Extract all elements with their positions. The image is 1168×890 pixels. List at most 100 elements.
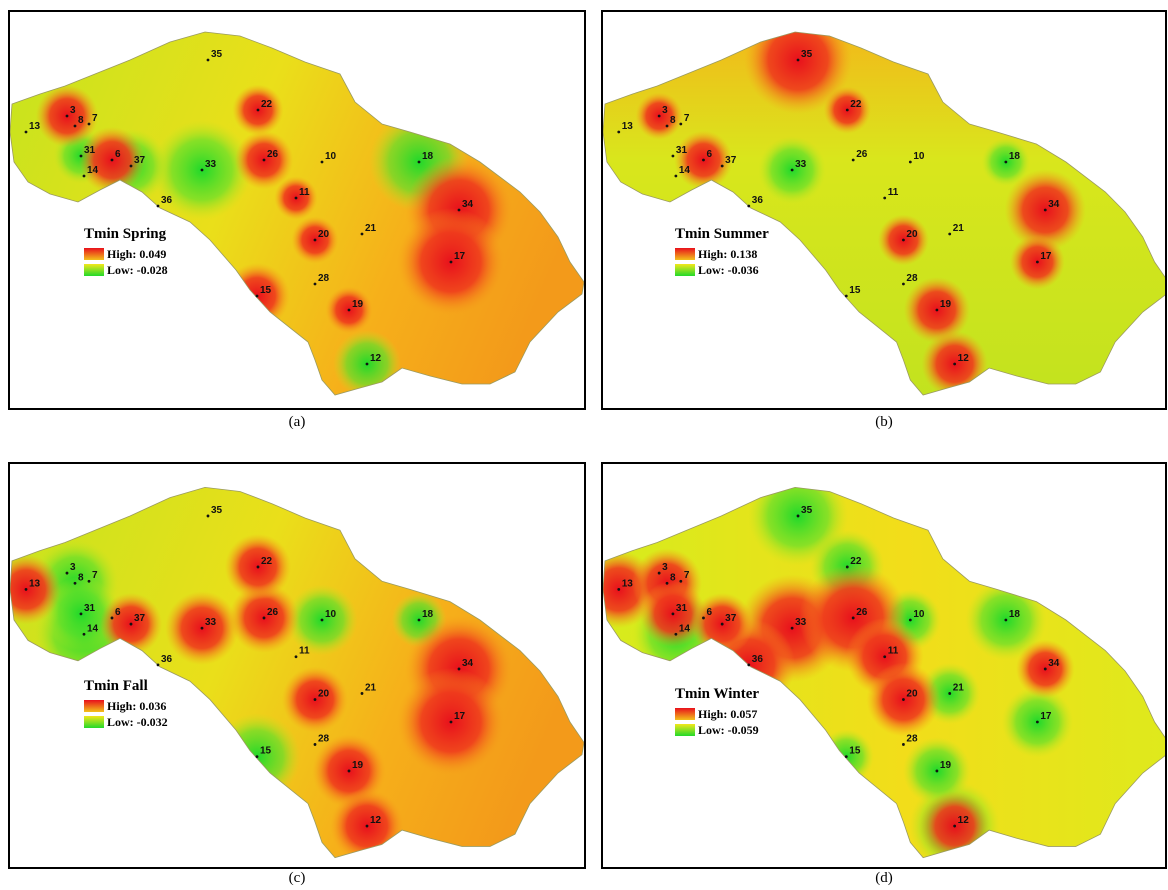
station-marker-14 <box>82 632 86 636</box>
legend-low-swatch <box>84 264 104 276</box>
station-label-35: 35 <box>801 505 813 516</box>
station-marker-28 <box>313 282 317 286</box>
station-label-15: 15 <box>260 285 272 296</box>
station-label-14: 14 <box>679 165 691 176</box>
station-label-7: 7 <box>92 113 98 124</box>
region-outline <box>10 486 584 859</box>
surface-c <box>10 487 584 858</box>
legend-title-b: Tmin Summer <box>675 226 769 242</box>
station-marker-36 <box>156 663 160 667</box>
station-label-14: 14 <box>87 165 99 176</box>
station-marker-12 <box>365 824 369 828</box>
station-label-13: 13 <box>622 121 634 132</box>
station-marker-28 <box>902 282 905 286</box>
station-label-36: 36 <box>161 195 173 206</box>
station-marker-36 <box>747 204 751 208</box>
station-label-36: 36 <box>161 654 173 665</box>
station-label-21: 21 <box>953 682 965 693</box>
station-marker-33 <box>790 168 794 172</box>
station-label-21: 21 <box>365 223 377 234</box>
station-label-31: 31 <box>676 603 688 614</box>
legend-high-label: High: 0.036 <box>107 698 167 713</box>
station-marker-3 <box>657 114 661 118</box>
legend-low-label: Low: -0.059 <box>698 722 759 737</box>
station-label-28: 28 <box>906 273 918 284</box>
station-label-34: 34 <box>462 199 474 210</box>
station-label-14: 14 <box>87 623 99 634</box>
caption-a: (a) <box>288 414 306 430</box>
station-marker-20 <box>902 238 905 242</box>
station-marker-28 <box>902 743 905 746</box>
station-marker-19 <box>935 769 939 773</box>
station-label-37: 37 <box>725 155 737 166</box>
legend-high-swatch <box>675 248 695 260</box>
station-label-26: 26 <box>856 149 868 160</box>
station-label-31: 31 <box>676 145 688 156</box>
surface-d <box>603 487 1165 858</box>
surface-a <box>10 32 584 395</box>
station-marker-36 <box>156 204 160 208</box>
station-marker-10 <box>320 160 324 164</box>
legend-title-a: Tmin Spring <box>84 226 167 242</box>
station-marker-10 <box>320 618 324 622</box>
station-marker-26 <box>262 158 266 162</box>
caption-d: (d) <box>875 870 893 886</box>
station-label-34: 34 <box>1048 199 1060 210</box>
station-marker-7 <box>679 122 683 126</box>
legend-low-label: Low: -0.036 <box>698 262 759 277</box>
station-marker-17 <box>1035 260 1039 264</box>
region-outline <box>10 31 584 396</box>
station-marker-26 <box>851 158 855 162</box>
station-marker-34 <box>457 667 461 671</box>
station-marker-21 <box>948 232 952 236</box>
station-marker-6 <box>702 616 705 620</box>
station-marker-19 <box>347 769 351 773</box>
station-marker-13 <box>24 588 28 591</box>
legend-title-c: Tmin Fall <box>84 678 148 694</box>
station-label-15: 15 <box>849 285 861 296</box>
station-label-12: 12 <box>958 353 970 364</box>
station-marker-7 <box>679 579 683 583</box>
legend-high-swatch <box>675 708 695 720</box>
station-marker-10 <box>908 160 912 164</box>
station-label-6: 6 <box>706 607 712 618</box>
station-label-35: 35 <box>211 49 223 60</box>
station-label-34: 34 <box>1048 658 1060 669</box>
station-label-3: 3 <box>662 562 668 573</box>
station-marker-31 <box>79 612 83 616</box>
station-label-33: 33 <box>205 617 217 628</box>
station-label-37: 37 <box>725 613 737 624</box>
station-marker-34 <box>1043 208 1047 212</box>
station-label-12: 12 <box>370 353 382 364</box>
station-marker-20 <box>313 698 317 701</box>
caption-c: (c) <box>288 870 306 886</box>
station-marker-19 <box>935 308 939 312</box>
station-marker-36 <box>747 663 751 667</box>
station-label-7: 7 <box>684 570 690 581</box>
station-label-17: 17 <box>1040 251 1052 262</box>
station-label-8: 8 <box>670 115 676 126</box>
station-marker-33 <box>790 626 794 630</box>
station-marker-10 <box>908 618 912 622</box>
legend-high-label: High: 0.049 <box>107 246 167 261</box>
station-label-17: 17 <box>454 251 466 262</box>
station-label-22: 22 <box>261 556 273 567</box>
caption-b: (b) <box>875 414 893 430</box>
station-label-11: 11 <box>888 646 899 657</box>
station-label-8: 8 <box>670 572 676 583</box>
station-label-35: 35 <box>211 505 223 516</box>
station-label-6: 6 <box>706 149 712 160</box>
station-label-18: 18 <box>1009 151 1021 162</box>
station-marker-22 <box>256 565 260 569</box>
station-label-14: 14 <box>679 623 691 634</box>
station-marker-34 <box>1043 667 1047 671</box>
station-marker-37 <box>129 164 133 168</box>
region-outline <box>603 486 1165 859</box>
legend-low-label: Low: -0.028 <box>107 262 168 277</box>
station-label-13: 13 <box>622 578 634 589</box>
station-marker-18 <box>417 160 421 164</box>
